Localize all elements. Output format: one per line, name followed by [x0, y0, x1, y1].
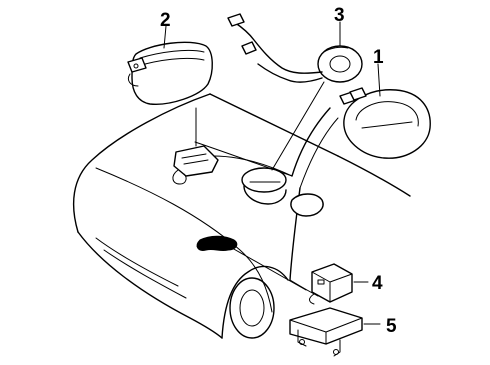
steering-wheel	[241, 167, 287, 205]
callout-2: 2	[160, 10, 171, 31]
airbag-control-module	[309, 263, 353, 305]
dash-airbag-mount	[172, 145, 219, 185]
clockspring-assembly	[227, 13, 363, 83]
side-mirror	[290, 193, 324, 217]
leader-line-column	[271, 81, 325, 171]
callout-4: 4	[372, 273, 383, 294]
floor-sensor-location	[196, 235, 238, 252]
callout-3: 3	[334, 5, 345, 26]
callout-1: 1	[373, 47, 384, 68]
callout-5: 5	[386, 316, 397, 337]
mounting-bracket	[289, 307, 363, 357]
leader-line-2	[163, 25, 167, 49]
leader-line-sensor	[231, 247, 307, 291]
driver-airbag-module	[339, 87, 431, 159]
leader-line-1	[377, 63, 381, 97]
passenger-airbag-module	[127, 41, 213, 105]
